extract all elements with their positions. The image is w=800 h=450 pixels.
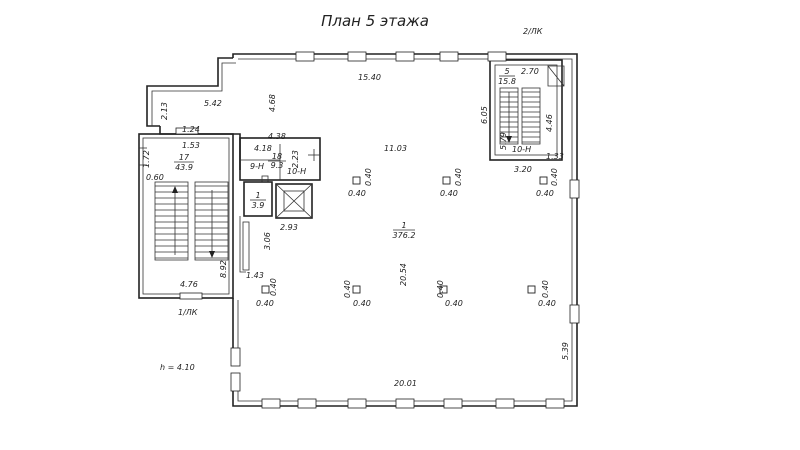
dim-bottom-wall: 20.01 — [394, 379, 417, 388]
col-5-dim-b: 0.40 — [353, 299, 371, 308]
col-1-dim-b: 0.40 — [348, 189, 366, 198]
dim-446: 4.46 — [545, 114, 554, 132]
window-top-1 — [295, 51, 315, 62]
window-left-2 — [230, 372, 241, 392]
dim-133: 1.33 — [546, 152, 564, 161]
right-stair-block — [489, 59, 565, 161]
dim-476: 4.76 — [180, 280, 198, 289]
window-bottom-6 — [495, 398, 515, 409]
window-bottom-5 — [443, 398, 463, 409]
window-top-5 — [487, 51, 507, 62]
room-stair-right-number: 5 — [504, 67, 509, 76]
window-bottom-1 — [261, 398, 281, 409]
room-wc-area: 9.3 — [271, 161, 284, 170]
col-6-dim-b: 0.40 — [445, 299, 463, 308]
dim-143: 1.43 — [246, 271, 264, 280]
room-tag-10n-left: 10-Н — [287, 167, 306, 176]
col-7-dim-a: 0.40 — [541, 280, 550, 298]
dim-306: 3.06 — [263, 232, 272, 250]
column-6 — [439, 285, 448, 294]
room-hall-area: 376.2 — [393, 231, 416, 240]
window-right-1 — [569, 179, 580, 199]
inner-rooms — [239, 137, 321, 273]
dim-124: 1.24 — [182, 125, 200, 134]
room-labels: 1 376.2 17 43.9 18 9.3 9-Н 10-Н 1 3.9 5 … — [174, 67, 531, 240]
room-shaft-area: 3.9 — [252, 201, 265, 210]
column-3 — [539, 176, 548, 185]
window-right-2 — [569, 304, 580, 324]
col-1-dim-a: 0.40 — [364, 168, 373, 186]
room-wc-number: 18 — [272, 152, 282, 161]
col-2-dim-a: 0.40 — [454, 168, 463, 186]
dim-418: 4.18 — [254, 144, 272, 153]
window-bottom-2 — [297, 398, 317, 409]
column-dimensions: 0.40 0.40 0.40 0.40 0.40 0.40 0.40 0.40 … — [256, 168, 559, 308]
column-2 — [442, 176, 451, 185]
col-6-dim-a: 0.40 — [436, 280, 445, 298]
dim-892: 8.92 — [219, 260, 228, 278]
dimensions: 15.40 11.03 20.54 20.01 5.39 5.42 2.13 4… — [142, 67, 570, 388]
dim-270: 2.70 — [521, 67, 539, 76]
room-shaft-number: 1 — [255, 191, 260, 200]
stair-mark-top: 2/ЛК — [523, 27, 543, 36]
stair-mark-bottom: 1/ЛК — [178, 308, 198, 317]
col-7-dim-b: 0.40 — [538, 299, 556, 308]
dim-left-wing-top: 5.42 — [204, 99, 222, 108]
window-top-2 — [347, 51, 367, 62]
window-bottom-4 — [395, 398, 415, 409]
room-hall-number: 1 — [401, 221, 406, 230]
dim-left-wing-side: 2.13 — [160, 102, 169, 120]
window-bottom-3 — [347, 398, 367, 409]
dim-060: 0.60 — [146, 173, 164, 182]
dim-438: 4.38 — [268, 132, 286, 141]
dim-right-lower: 5.39 — [561, 342, 570, 360]
dim-172: 1.72 — [142, 150, 151, 168]
column-7 — [527, 285, 536, 294]
column-5 — [352, 285, 361, 294]
room-tag-10n-right: 10-Н — [512, 145, 531, 154]
room-tag-9n: 9-Н — [250, 162, 264, 171]
col-3-dim-a: 0.40 — [550, 168, 559, 186]
dim-320: 3.20 — [514, 165, 532, 174]
window-top-4 — [439, 51, 459, 62]
col-2-dim-b: 0.40 — [440, 189, 458, 198]
col-4-dim-b: 0.40 — [256, 299, 274, 308]
col-5-dim-a: 0.40 — [343, 280, 352, 298]
column-1 — [352, 176, 361, 185]
room-stair-left-number: 17 — [179, 153, 190, 162]
dim-605: 6.05 — [480, 106, 489, 124]
col-4-dim-a: 0.40 — [269, 278, 278, 296]
stair-flights-left — [154, 181, 229, 261]
room-stair-left-area: 43.9 — [175, 163, 193, 172]
dim-153: 1.53 — [182, 141, 200, 150]
window-top-3 — [395, 51, 415, 62]
dim-left-wing-vert: 4.68 — [268, 94, 277, 112]
dim-top-wall: 15.40 — [358, 73, 381, 82]
left-stair-block — [138, 126, 241, 300]
window-bottom-7 — [545, 398, 565, 409]
col-3-dim-b: 0.40 — [536, 189, 554, 198]
dim-223: 2.23 — [291, 150, 300, 168]
plan-title: План 5 этажа — [321, 12, 429, 30]
dim-hall-depth: 20.54 — [399, 263, 408, 286]
dim-293: 2.93 — [280, 223, 298, 232]
windows — [230, 51, 580, 409]
columns — [261, 176, 548, 294]
dim-hall-height: 11.03 — [384, 144, 407, 153]
dim-579: 5.79 — [499, 132, 508, 150]
height-note: h = 4.10 — [160, 363, 195, 372]
room-stair-right-area: 15.8 — [498, 77, 516, 86]
column-4 — [261, 285, 270, 294]
window-left-1 — [230, 347, 241, 367]
main-outer-wall — [232, 53, 578, 407]
left-wing-walls — [146, 57, 236, 127]
